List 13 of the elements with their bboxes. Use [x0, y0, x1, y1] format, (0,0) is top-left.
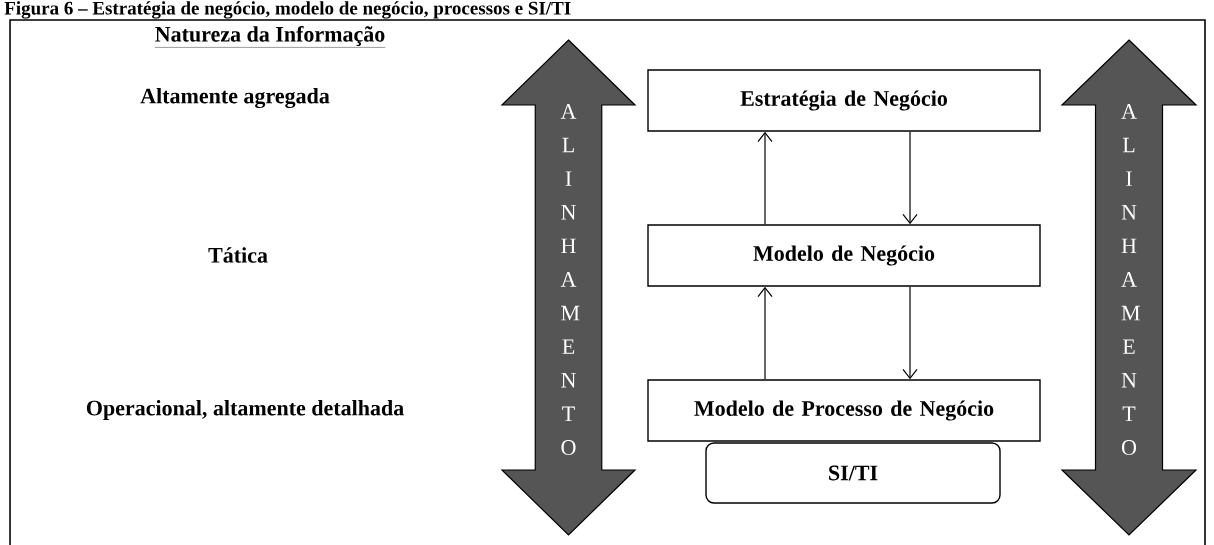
process-box: Modelo de Negócio	[647, 224, 1041, 287]
process-box: Modelo de Processo de Negócio	[647, 379, 1041, 442]
rounded-box: SI/TI	[705, 442, 1001, 504]
level-label: Operacional, altamente detalhada	[86, 400, 404, 420]
heading: Natureza da Informação	[154, 25, 386, 48]
arrow	[902, 286, 918, 380]
arrow	[757, 131, 773, 225]
level-label: Altamente agregada	[140, 87, 330, 109]
arrow	[757, 286, 773, 380]
process-box: Estratégia de Negócio	[647, 69, 1041, 132]
figure-title: Figura 6 – Estratégia de negócio, modelo de negócio, processos e SI/TI	[4, 1, 571, 19]
level-label: Tática	[208, 247, 268, 263]
arrow	[902, 131, 918, 225]
